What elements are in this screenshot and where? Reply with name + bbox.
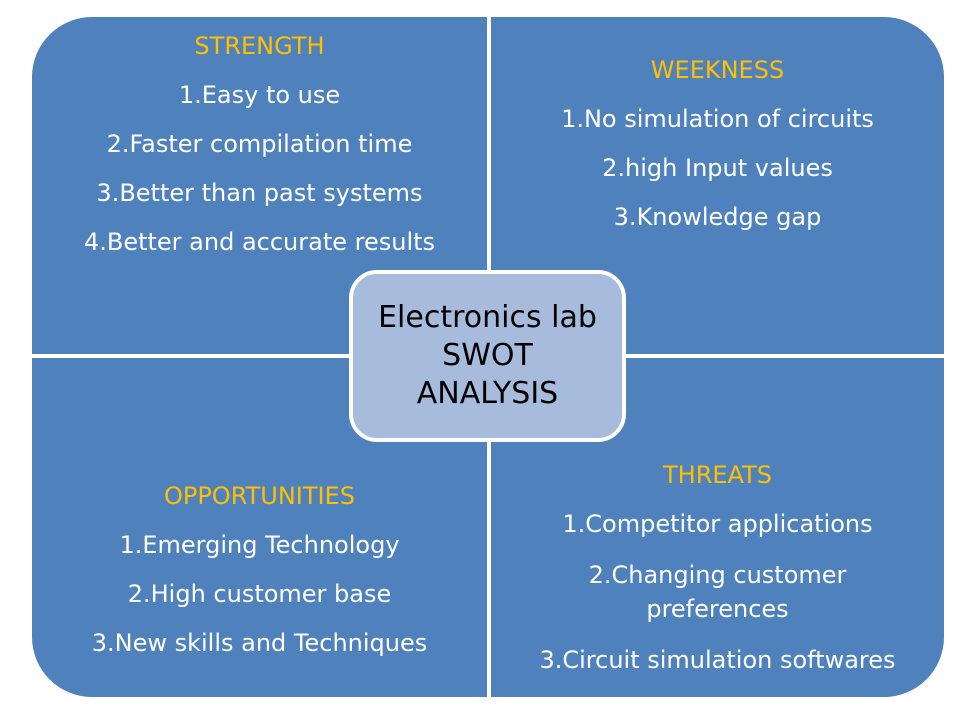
threats-item: 1.Competitor applications [562, 510, 873, 538]
strength-title: STRENGTH [194, 32, 325, 60]
strength-quadrant: STRENGTH 1.Easy to use 2.Faster compilat… [32, 17, 487, 354]
strength-content: STRENGTH 1.Easy to use 2.Faster compilat… [32, 31, 487, 257]
opportunities-item: 2.High customer base [127, 580, 392, 608]
center-title-box: Electronics lab SWOT ANALYSIS [349, 270, 626, 442]
opportunities-item: 3.New skills and Techniques [91, 629, 428, 657]
threats-title: THREATS [663, 461, 772, 489]
weakness-item: 3.Knowledge gap [613, 203, 822, 231]
strength-item: 3.Better than past systems [96, 179, 423, 207]
strength-item: 4.Better and accurate results [83, 228, 436, 256]
threats-content: THREATS 1.Competitor applications 2.Chan… [491, 460, 944, 675]
opportunities-quadrant: OPPORTUNITIES 1.Emerging Technology 2.Hi… [32, 358, 487, 697]
center-title-line: SWOT [442, 338, 533, 373]
weakness-title: WEEKNESS [650, 56, 785, 84]
threats-item: 2.Changing customer preferences [588, 561, 847, 623]
weakness-item: 1.No simulation of circuits [561, 105, 874, 133]
strength-item: 1.Easy to use [178, 81, 341, 109]
center-title-line: ANALYSIS [416, 376, 559, 411]
center-title-line: Electronics lab [378, 300, 597, 335]
strength-item: 2.Faster compilation time [106, 130, 413, 158]
weakness-content: WEEKNESS 1.No simulation of circuits 2.h… [491, 55, 944, 232]
opportunities-title: OPPORTUNITIES [163, 482, 356, 510]
opportunities-item: 1.Emerging Technology [119, 531, 400, 559]
opportunities-content: OPPORTUNITIES 1.Emerging Technology 2.Hi… [32, 481, 487, 658]
threats-item: 3.Circuit simulation softwares [539, 646, 896, 674]
weakness-item: 2.high Input values [602, 154, 833, 182]
